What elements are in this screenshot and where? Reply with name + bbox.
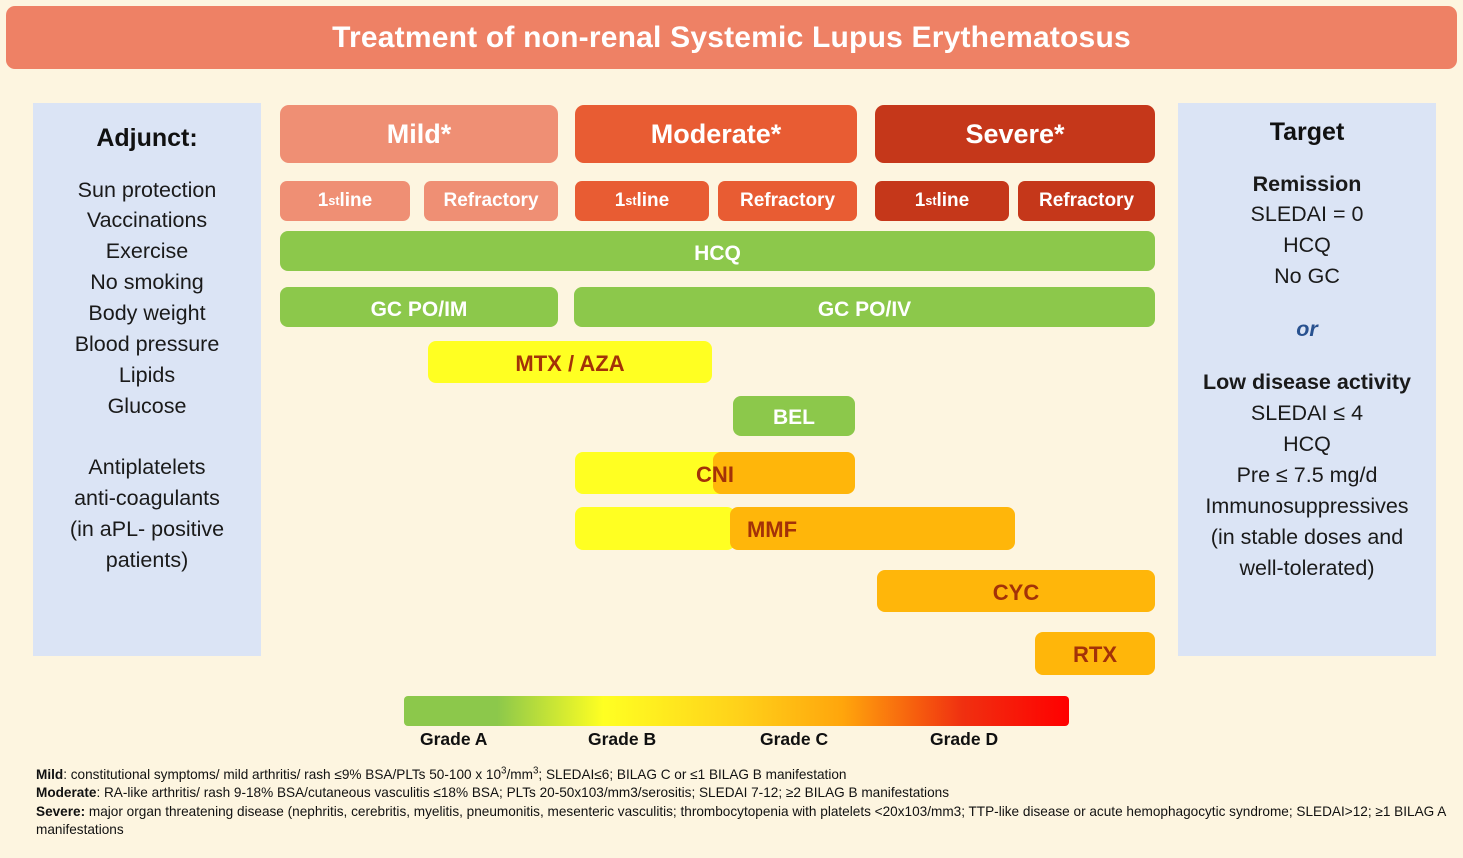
drug-bar-hcq[interactable]: [280, 231, 1155, 271]
footnote-mild-sup-b: 3: [532, 765, 539, 777]
lda-item: Immunosuppressives: [1205, 494, 1409, 519]
target-panel-title: Target: [1269, 118, 1345, 146]
footnote-severe: Severe: major organ threatening disease …: [36, 803, 1446, 840]
footnotes: Mild: constitutional symptoms/ mild arth…: [36, 766, 1446, 840]
adjunct-item: Vaccinations: [86, 208, 208, 233]
first-line-label: 1: [914, 190, 926, 211]
drug-label-cyc: CYC: [992, 580, 1040, 605]
first-line-rest: line: [339, 190, 373, 211]
grade-label-c: Grade C: [760, 729, 829, 749]
target-panel: Target Remission SLEDAI = 0 HCQ No GC or…: [1178, 103, 1436, 656]
lda-item: (in stable doses and: [1210, 525, 1404, 550]
drug-label-cni: CNI: [696, 462, 734, 487]
remission-item: SLEDAI = 0: [1250, 202, 1364, 227]
grade-label-d: Grade D: [930, 729, 999, 749]
footnote-moderate: Moderate: RA-like arthritis/ rash 9-18% …: [36, 784, 1446, 802]
target-or-separator: or: [1296, 317, 1318, 342]
footnote-severe-label: Severe:: [36, 803, 86, 819]
drug-bar-gc-po-iv[interactable]: [574, 287, 1155, 327]
drug-label-rtx: RTX: [1073, 642, 1117, 667]
drug-label-gc-po-iv: GC PO/IV: [817, 298, 912, 321]
grade-label-a: Grade A: [420, 729, 488, 749]
drug-bar-mtx-aza[interactable]: [428, 341, 712, 383]
adjunct-item: Lipids: [118, 363, 176, 388]
refractory-button-mild[interactable]: Refractory: [424, 181, 558, 221]
adjunct-secondary-item: anti-coagulants: [74, 486, 220, 511]
drug-bar-mmf-orange[interactable]: [730, 507, 1015, 550]
refractory-button-severe[interactable]: Refractory: [1018, 181, 1155, 221]
footnote-mild-text-b: /mm: [506, 767, 533, 782]
refractory-button-moderate[interactable]: Refractory: [718, 181, 857, 221]
footnote-mild: Mild: constitutional symptoms/ mild arth…: [36, 766, 1446, 784]
drug-bar-bel[interactable]: [733, 396, 855, 436]
footnote-severe-text: major organ threatening disease (nephrit…: [36, 803, 1446, 838]
lda-item: SLEDAI ≤ 4: [1250, 401, 1364, 426]
drug-bar-mmf-yellow[interactable]: [575, 507, 735, 550]
drug-bar-cni-orange[interactable]: [713, 452, 855, 494]
lda-item: HCQ: [1283, 432, 1331, 457]
drug-label-mmf: MMF: [746, 517, 798, 542]
footnote-mild-text-c: ; SLEDAI≤6; BILAG C or ≤1 BILAG B manife…: [538, 767, 847, 782]
remission-heading: Remission: [1252, 171, 1362, 196]
drug-label-bel: BEL: [773, 406, 815, 429]
adjunct-panel: Adjunct: Sun protection Vaccinations Exe…: [33, 103, 261, 656]
adjunct-secondary-item: patients): [105, 547, 189, 572]
adjunct-item: Body weight: [88, 301, 206, 326]
drug-bar-cni-yellow[interactable]: [575, 452, 735, 494]
footnote-moderate-label: Moderate: [36, 785, 97, 801]
first-line-label: 1: [614, 190, 626, 211]
footnote-mild-sup-a: 3: [501, 765, 507, 777]
adjunct-item: Glucose: [107, 394, 187, 419]
adjunct-item: Exercise: [105, 239, 189, 264]
adjunct-item: Sun protection: [77, 177, 217, 202]
footnote-mild-text-a: : constitutional symptoms/ mild arthriti…: [63, 767, 502, 782]
adjunct-secondary-item: (in aPL- positive: [69, 517, 225, 542]
first-line-rest: line: [936, 190, 970, 211]
lda-item: Pre ≤ 7.5 mg/d: [1236, 463, 1378, 488]
remission-item: HCQ: [1283, 233, 1331, 258]
first-line-label: 1: [317, 190, 329, 211]
adjunct-item: Blood pressure: [74, 332, 220, 357]
drug-label-mtx-aza: MTX / AZA: [515, 351, 625, 376]
grade-label-b: Grade B: [588, 729, 657, 749]
drug-bar-gc-po-im[interactable]: [280, 287, 558, 327]
drug-label-gc-po-im: GC PO/IM: [370, 298, 468, 321]
low-disease-activity-heading: Low disease activity: [1203, 370, 1411, 395]
adjunct-panel-title: Adjunct:: [96, 124, 198, 152]
remission-item: No GC: [1274, 264, 1340, 289]
drug-bar-rtx[interactable]: [1035, 632, 1155, 675]
title-banner: Treatment of non-renal Systemic Lupus Er…: [6, 6, 1457, 69]
adjunct-secondary-item: Antiplatelets: [88, 455, 206, 480]
footnote-moderate-text: : RA-like arthritis/ rash 9-18% BSA/cuta…: [96, 785, 949, 801]
drug-bar-cyc[interactable]: [877, 570, 1155, 612]
page-title: Treatment of non-renal Systemic Lupus Er…: [332, 20, 1131, 54]
severity-header-severe[interactable]: Severe*: [875, 105, 1155, 163]
severity-header-moderate[interactable]: Moderate*: [575, 105, 857, 163]
grade-gradient-bar: [404, 696, 1069, 726]
adjunct-item: No smoking: [90, 270, 204, 295]
footnote-mild-label: Mild: [36, 767, 64, 782]
lda-item: well-tolerated): [1239, 555, 1375, 580]
severity-header-mild[interactable]: Mild*: [280, 105, 558, 163]
drug-label-hcq: HCQ: [694, 242, 741, 265]
first-line-rest: line: [636, 190, 670, 211]
